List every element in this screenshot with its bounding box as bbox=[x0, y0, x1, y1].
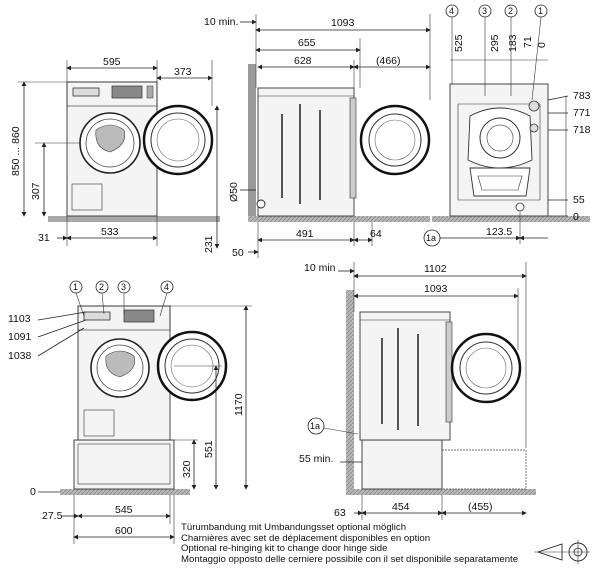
dim-600: 600 bbox=[115, 525, 133, 537]
floor-hatch bbox=[48, 216, 220, 222]
side-view-top: 10 min. 1093 655 628 (466) Ø50 50 491 64 bbox=[204, 14, 431, 259]
floor-hatch bbox=[346, 489, 536, 495]
dim-1170: 1170 bbox=[233, 393, 245, 416]
dim-depth-628: 628 bbox=[294, 55, 312, 67]
dim-320: 320 bbox=[181, 460, 193, 478]
projection-symbols bbox=[534, 540, 590, 564]
dim-525: 525 bbox=[453, 34, 465, 52]
dim-551: 551 bbox=[203, 440, 215, 458]
rear-view: 4 3 2 1 525 295 183 71 0 783 771 718 55 … bbox=[423, 4, 591, 247]
water-inlet-icon bbox=[528, 100, 540, 112]
pedestal-side bbox=[361, 439, 443, 490]
dim-1103: 1103 bbox=[8, 313, 31, 325]
note-it: Montaggio opposto delle cerniere possibi… bbox=[181, 553, 519, 565]
front-view-top: 595 373 850 ... 860 307 31 533 231 bbox=[10, 56, 220, 253]
svg-text:2: 2 bbox=[99, 282, 104, 292]
note-fr: Charnières avec set de déplacement dispo… bbox=[181, 532, 431, 544]
washer-side-body bbox=[257, 87, 355, 217]
drain-pipe-icon bbox=[256, 199, 266, 209]
svg-text:1a: 1a bbox=[426, 233, 436, 243]
dim-55-min: 55 min. bbox=[299, 453, 333, 465]
svg-text:3: 3 bbox=[121, 282, 126, 292]
dim-0-floor: 0 bbox=[30, 486, 36, 498]
wall-hatch bbox=[346, 290, 354, 490]
dim-0-right: 0 bbox=[573, 211, 579, 223]
side-view-bottom: 10 min 1102 1093 1a 55 min. 63 454 (455) bbox=[299, 262, 536, 520]
dim-depth-466: (466) bbox=[376, 55, 401, 67]
rear-motor-housing bbox=[469, 167, 531, 197]
dim-door-open: 373 bbox=[174, 66, 192, 78]
dim-depth-64: 64 bbox=[370, 228, 382, 240]
dim-295: 295 bbox=[489, 34, 501, 52]
dim-1091: 1091 bbox=[8, 331, 32, 343]
svg-text:1: 1 bbox=[73, 282, 78, 292]
dim-offset-left: 31 bbox=[38, 232, 50, 244]
dim-71: 71 bbox=[522, 36, 534, 48]
dim-pipe-dia: Ø50 bbox=[228, 182, 240, 202]
dim-total-depth: 1093 bbox=[331, 17, 355, 29]
dim-0-top: 0 bbox=[536, 42, 548, 48]
pedestal bbox=[73, 439, 175, 490]
dim-base-height: 231 bbox=[203, 235, 215, 253]
dim-depth-491: 491 bbox=[296, 228, 314, 240]
dim-63: 63 bbox=[334, 507, 346, 519]
dim-783: 783 bbox=[573, 90, 591, 102]
note-de: Türumbandung mit Umbandungsset optional … bbox=[181, 522, 407, 533]
dim-wall-gap-bottom: 10 min bbox=[304, 262, 336, 274]
note-en: Optional re-hinging kit to change door h… bbox=[181, 543, 388, 555]
callout-1a-bottom bbox=[307, 417, 325, 435]
dim-27-5: 27.5 bbox=[42, 510, 63, 522]
dim-1102: 1102 bbox=[424, 263, 447, 275]
dim-718: 718 bbox=[573, 124, 591, 136]
svg-text:3: 3 bbox=[482, 6, 487, 16]
dim-wall-gap: 10 min. bbox=[204, 16, 238, 28]
dim-1038: 1038 bbox=[8, 350, 32, 362]
svg-text:4: 4 bbox=[449, 6, 454, 16]
control-panel-bottom bbox=[83, 311, 111, 321]
floor-hatch bbox=[248, 216, 430, 222]
washer-side-on-pedestal bbox=[359, 311, 451, 441]
control-panel bbox=[72, 87, 100, 97]
dim-base-width: 533 bbox=[101, 226, 119, 238]
wall-hatch bbox=[248, 64, 256, 218]
dim-123-5: 123.5 bbox=[486, 226, 512, 238]
dim-gap-50: 50 bbox=[232, 247, 244, 259]
dim-455: (455) bbox=[468, 501, 493, 513]
front-view-bottom: 1 2 3 4 1103 1091 1038 0 1170 551 320 27… bbox=[8, 280, 252, 544]
dim-771: 771 bbox=[573, 107, 591, 119]
service-flap bbox=[71, 183, 103, 211]
dim-height-range: 850 ... 860 bbox=[10, 126, 22, 176]
floor-hatch bbox=[60, 489, 190, 495]
dim-width: 595 bbox=[103, 56, 121, 68]
dim-depth-655: 655 bbox=[298, 37, 316, 49]
svg-text:4: 4 bbox=[164, 282, 169, 292]
dim-454: 454 bbox=[392, 501, 410, 513]
dim-545: 545 bbox=[115, 504, 133, 516]
svg-text:1: 1 bbox=[538, 6, 543, 16]
dim-mid-height: 307 bbox=[30, 182, 42, 200]
display-panel bbox=[111, 85, 143, 99]
dim-183: 183 bbox=[507, 34, 519, 52]
svg-text:1a: 1a bbox=[310, 421, 320, 431]
floor-hatch bbox=[432, 216, 590, 222]
pedestal-drawer-extended bbox=[441, 449, 527, 490]
dim-1093-bottom: 1093 bbox=[424, 283, 448, 295]
drain-outlet-icon bbox=[515, 202, 525, 212]
dim-55: 55 bbox=[573, 194, 585, 206]
notes-block: Türumbandung mit Umbandungsset optional … bbox=[181, 522, 519, 565]
svg-text:2: 2 bbox=[508, 6, 513, 16]
